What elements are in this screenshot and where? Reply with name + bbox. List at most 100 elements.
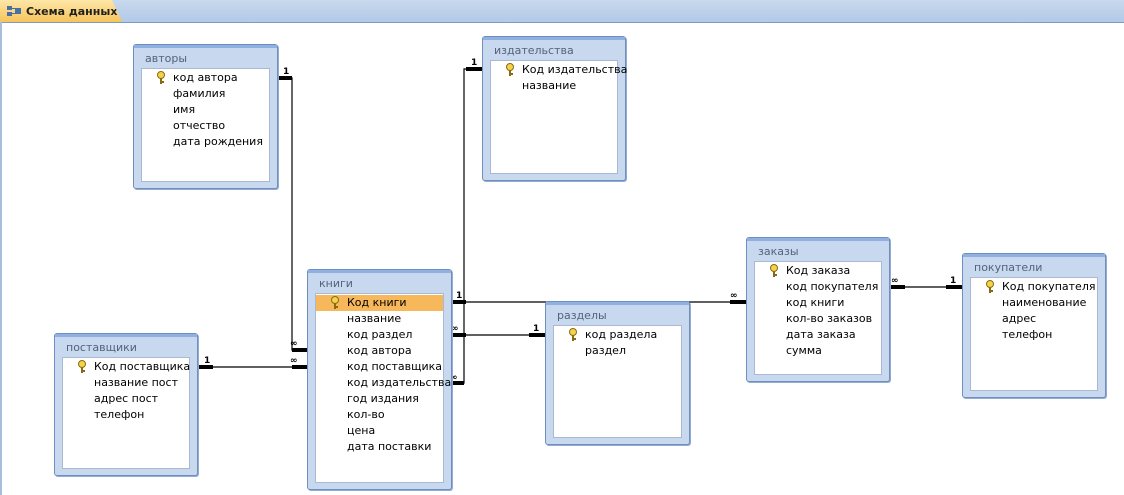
- field-list: Код издательства название: [490, 60, 627, 174]
- cardinality-many-label: ∞: [290, 339, 298, 349]
- field-row[interactable]: наименование: [971, 295, 1097, 311]
- field-name: название: [347, 312, 402, 325]
- field-name: цена: [347, 424, 376, 437]
- tab-label: Схема данных: [26, 4, 118, 18]
- field-name: код автора: [347, 344, 412, 357]
- field-name: дата рождения: [173, 135, 263, 148]
- table-title[interactable]: издательства: [483, 37, 625, 60]
- field-row[interactable]: фамилия: [142, 86, 269, 102]
- field-row[interactable]: телефон: [63, 407, 189, 423]
- table-title[interactable]: книги: [308, 270, 451, 293]
- cardinality-one-label: 1: [471, 58, 477, 68]
- field-name: Код поставщика: [94, 360, 191, 373]
- field-row[interactable]: Код заказа: [755, 263, 881, 279]
- field-row[interactable]: отчество: [142, 118, 269, 134]
- cardinality-many-label: ∞: [891, 276, 899, 286]
- field-row[interactable]: Код книги: [316, 295, 443, 311]
- field-row[interactable]: Код поставщика: [63, 359, 191, 375]
- cardinality-many-label: ∞: [450, 373, 458, 383]
- field-name: Код заказа: [786, 264, 851, 277]
- field-name: код автора: [173, 71, 238, 84]
- field-name: наименование: [1002, 296, 1087, 309]
- field-row[interactable]: название: [491, 78, 617, 94]
- field-row[interactable]: дата поставки: [316, 439, 443, 455]
- field-name: отчество: [173, 119, 226, 132]
- field-row[interactable]: раздел: [554, 343, 681, 359]
- field-row[interactable]: адрес: [971, 311, 1097, 327]
- field-row[interactable]: Код издательства: [491, 62, 627, 78]
- field-row[interactable]: год издания: [316, 391, 443, 407]
- field-row[interactable]: цена: [316, 423, 443, 439]
- table-title[interactable]: поставщики: [55, 334, 197, 357]
- field-name: Код книги: [347, 296, 407, 309]
- table-customers[interactable]: покупатели Код покупателя наименование адр…: [962, 253, 1106, 398]
- field-row[interactable]: код покупателя: [755, 279, 881, 295]
- field-row[interactable]: код автора: [142, 70, 269, 86]
- cardinality-one-label: 1: [283, 67, 289, 77]
- field-name: кол-во: [347, 408, 385, 421]
- field-row[interactable]: код автора: [316, 343, 443, 359]
- table-title[interactable]: покупатели: [963, 254, 1105, 277]
- field-name: сумма: [786, 344, 822, 357]
- field-row[interactable]: дата заказа: [755, 327, 881, 343]
- tab-relationships[interactable]: Схема данных: [0, 0, 122, 22]
- cardinality-one-label: 1: [456, 291, 462, 301]
- field-row[interactable]: сумма: [755, 343, 881, 359]
- field-name: название: [522, 79, 577, 92]
- table-publishers[interactable]: издательства Код издательства название: [482, 36, 627, 181]
- primary-key-icon: [770, 264, 778, 277]
- field-name: адрес: [1002, 312, 1037, 325]
- table-title[interactable]: разделы: [546, 302, 689, 325]
- field-row[interactable]: название: [316, 311, 443, 327]
- field-name: название пост: [94, 376, 178, 389]
- cardinality-many-label: ∞: [730, 291, 738, 301]
- cardinality-many-label: ∞: [451, 324, 459, 334]
- primary-key-icon: [986, 280, 994, 293]
- field-row[interactable]: код раздела: [554, 327, 681, 343]
- field-row[interactable]: адрес пост: [63, 391, 189, 407]
- field-row[interactable]: код раздел: [316, 327, 443, 343]
- document-tab-strip: Схема данных: [0, 0, 1124, 23]
- field-name: телефон: [1002, 328, 1053, 341]
- field-row[interactable]: кол-во: [316, 407, 443, 423]
- primary-key-icon: [506, 63, 514, 76]
- primary-key-icon: [157, 71, 165, 84]
- field-row[interactable]: кол-во заказов: [755, 311, 881, 327]
- field-name: Код издательства: [522, 63, 628, 76]
- cardinality-one-label: 1: [204, 356, 210, 366]
- canvas-left-border: [0, 22, 2, 495]
- field-name: код издательства: [347, 376, 452, 389]
- field-name: раздел: [585, 344, 626, 357]
- field-name: фамилия: [173, 87, 226, 100]
- cardinality-one-label: 1: [950, 276, 956, 286]
- field-row[interactable]: код книги: [755, 295, 881, 311]
- field-name: код книги: [786, 296, 845, 309]
- field-name: адрес пост: [94, 392, 159, 405]
- relationship-line-authors-books: [277, 77, 308, 351]
- cardinality-many-label: ∞: [290, 356, 298, 366]
- field-list: Код покупателя наименование адрес телефон: [970, 277, 1098, 391]
- field-name: дата заказа: [786, 328, 856, 341]
- cardinality-one-label: 1: [533, 324, 539, 334]
- field-row[interactable]: телефон: [971, 327, 1097, 343]
- table-title[interactable]: авторы: [134, 45, 277, 68]
- table-sections[interactable]: разделы код раздела раздел: [545, 301, 690, 445]
- field-row[interactable]: название пост: [63, 375, 189, 391]
- field-name: код раздела: [585, 328, 658, 341]
- primary-key-icon: [569, 328, 577, 341]
- table-suppliers[interactable]: поставщики Код поставщика название пост ад…: [54, 333, 198, 476]
- primary-key-icon: [331, 296, 339, 309]
- field-row[interactable]: код издательства: [316, 375, 451, 391]
- field-row[interactable]: Код покупателя: [971, 279, 1097, 295]
- field-name: Код покупателя: [1002, 280, 1096, 293]
- field-row[interactable]: дата рождения: [142, 134, 269, 150]
- table-title[interactable]: заказы: [747, 238, 889, 261]
- relationships-icon: [7, 5, 21, 17]
- field-row[interactable]: имя: [142, 102, 269, 118]
- field-row[interactable]: код поставщика: [316, 359, 443, 375]
